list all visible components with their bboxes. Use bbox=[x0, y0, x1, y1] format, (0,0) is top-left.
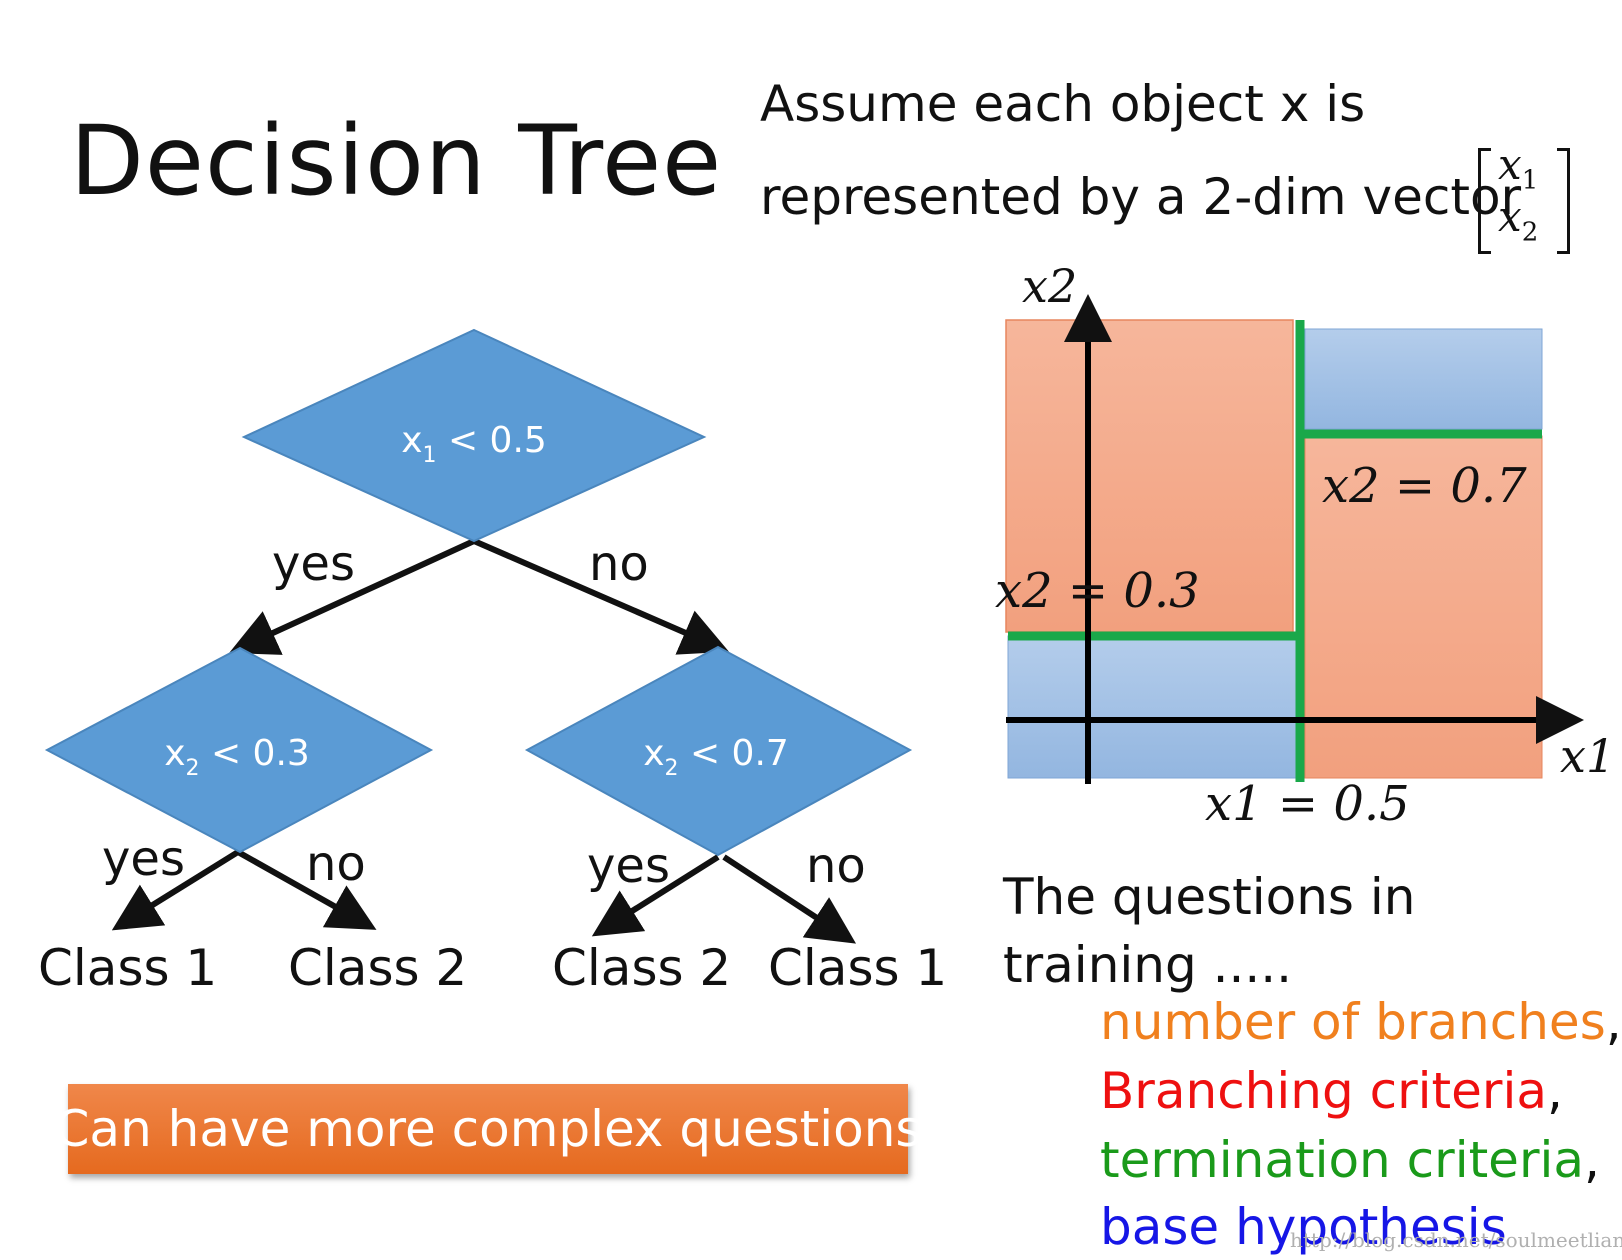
edge-right-no bbox=[722, 854, 857, 944]
split-label-x2-low: x2 = 0.3 bbox=[995, 563, 1200, 619]
criterion-branching-criteria: Branching criteria, bbox=[1100, 1062, 1563, 1120]
edge-label-root-yes: yes bbox=[272, 536, 355, 592]
region-bottom-left bbox=[1007, 635, 1299, 779]
edge-label-left-yes: yes bbox=[102, 831, 185, 887]
region-top-right bbox=[1304, 328, 1543, 430]
edge-left-yes bbox=[111, 849, 240, 931]
x2-axis-label: x2 bbox=[1022, 259, 1077, 313]
vector-right-bracket bbox=[1557, 148, 1570, 254]
assumption-line-2: represented by a 2-dim vector bbox=[760, 168, 1522, 226]
vector-left-bracket bbox=[1478, 148, 1491, 254]
criterion-text: number of branches bbox=[1100, 993, 1606, 1051]
criterion-text: Branching criteria bbox=[1100, 1062, 1547, 1120]
edge-left-no bbox=[236, 849, 377, 930]
leaf-3: Class 2 bbox=[552, 939, 731, 997]
leaf-2: Class 2 bbox=[288, 939, 467, 997]
edge-label-root-no: no bbox=[589, 536, 649, 592]
right-decision-node bbox=[524, 645, 913, 857]
criterion-text: termination criteria bbox=[1100, 1131, 1585, 1189]
leaf-1: Class 1 bbox=[38, 939, 217, 997]
assumption-line-1: Assume each object x is bbox=[760, 75, 1366, 133]
edge-label-right-yes: yes bbox=[587, 838, 670, 894]
edge-label-right-no: no bbox=[806, 838, 866, 894]
criterion-suffix: , bbox=[1584, 1131, 1600, 1189]
leaf-4: Class 1 bbox=[768, 939, 947, 997]
criterion-number-of-branches: number of branches, bbox=[1100, 993, 1622, 1051]
criterion-text: base hypothesis bbox=[1100, 1198, 1507, 1256]
feature-vector: x1 x2 bbox=[1478, 140, 1570, 254]
more-complex-questions-banner: Can have more complex questions bbox=[55, 1084, 921, 1174]
questions-line-1: The questions in bbox=[1003, 868, 1416, 926]
root-node-label: x1 < 0.5 bbox=[401, 420, 547, 468]
criterion-suffix: , bbox=[1605, 993, 1622, 1051]
vector-component-1: x1 bbox=[1498, 140, 1539, 196]
edge-root-no bbox=[472, 538, 730, 655]
split-label-x1: x1 = 0.5 bbox=[1205, 776, 1410, 832]
questions-line-2: training ..... bbox=[1003, 936, 1293, 994]
right-node-label: x2 < 0.7 bbox=[643, 733, 789, 781]
left-decision-node bbox=[44, 646, 434, 854]
x1-axis-label: x1 bbox=[1560, 729, 1615, 783]
root-decision-node bbox=[241, 328, 707, 543]
criterion-termination-criteria: termination criteria, bbox=[1100, 1131, 1600, 1189]
watermark: http://blog.csdn.net/soulmeetliang bbox=[1290, 1228, 1622, 1252]
region-top-left bbox=[1005, 319, 1294, 633]
page-title: Decision Tree bbox=[70, 105, 723, 217]
edge-root-yes bbox=[229, 538, 476, 655]
vector-component-2: x2 bbox=[1498, 192, 1539, 248]
edge-label-left-no: no bbox=[306, 836, 366, 892]
left-node-label: x2 < 0.3 bbox=[164, 733, 310, 781]
edge-right-yes bbox=[591, 854, 720, 937]
criterion-suffix: , bbox=[1546, 1062, 1563, 1120]
criterion-base-hypothesis: base hypothesis bbox=[1100, 1198, 1507, 1256]
split-label-x2-high: x2 = 0.7 bbox=[1322, 458, 1527, 514]
